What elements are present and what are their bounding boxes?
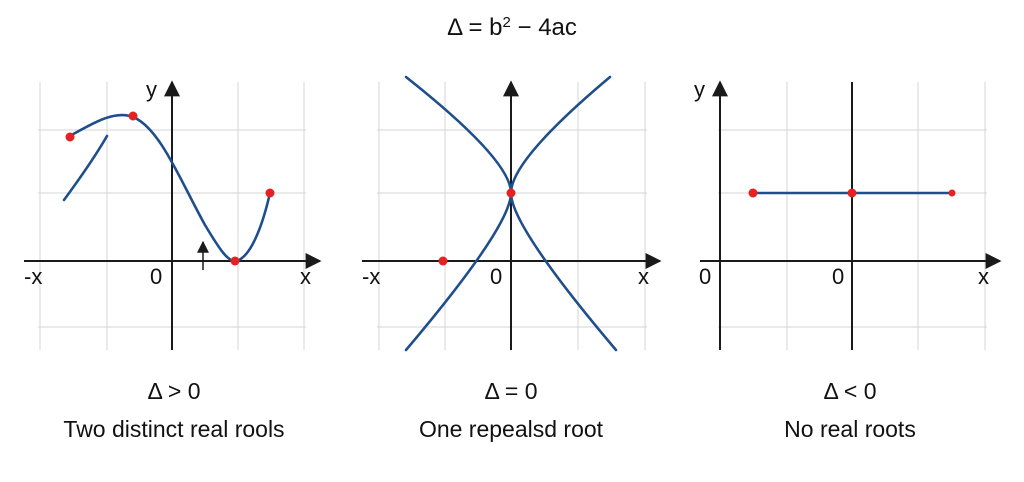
curve-point (948, 189, 956, 197)
curve-point (847, 188, 857, 198)
formula-title: Δ = b2 − 4ac (0, 14, 1024, 42)
x-axis-label-2: x (638, 264, 649, 289)
parabola-curve-2b (404, 75, 612, 352)
condition-label: Δ < 0 (823, 378, 877, 404)
origin-label-3: 0 (832, 264, 844, 289)
root-point (438, 256, 448, 266)
description-label: Two distinct real rools (63, 416, 285, 442)
panel-zero: x -x 0 (362, 75, 662, 352)
root-point (230, 256, 240, 266)
panel-positive: y x -x 0 (24, 77, 322, 350)
root-point (506, 188, 516, 198)
panel-negative-caption: Δ < 0 No real roots (680, 376, 1020, 444)
root-point (265, 188, 275, 198)
root-point (128, 111, 138, 121)
origin-left-label-3: 0 (699, 264, 711, 289)
condition-label: Δ > 0 (147, 378, 201, 404)
curve-point (748, 188, 758, 198)
formula-suffix: − 4ac (510, 14, 577, 41)
description-label: One repealsd root (418, 416, 604, 442)
neg-x-axis-label-1: -x (24, 264, 42, 289)
y-axis-label-3: y (694, 77, 705, 102)
y-axis-label-1: y (146, 77, 157, 102)
parabola-fragment-1 (62, 134, 109, 202)
parabola-curve-1 (66, 113, 272, 263)
description-label: No real roots (784, 416, 916, 442)
origin-label-1: 0 (150, 264, 162, 289)
neg-x-axis-label-2: -x (362, 264, 380, 289)
panel-negative: y x 0 0 (694, 77, 1002, 350)
formula-prefix: Δ = b (447, 14, 503, 41)
x-axis-label-1: x (300, 264, 311, 289)
panel-zero-caption: Δ = 0 One repealsd root (341, 376, 681, 444)
formula-exponent: 2 (502, 14, 511, 31)
condition-label: Δ = 0 (484, 378, 538, 404)
panel-positive-caption: Δ > 0 Two distinct real rools (4, 376, 344, 444)
x-axis-label-3: x (978, 264, 989, 289)
origin-label-2: 0 (490, 264, 502, 289)
root-point (65, 132, 75, 142)
